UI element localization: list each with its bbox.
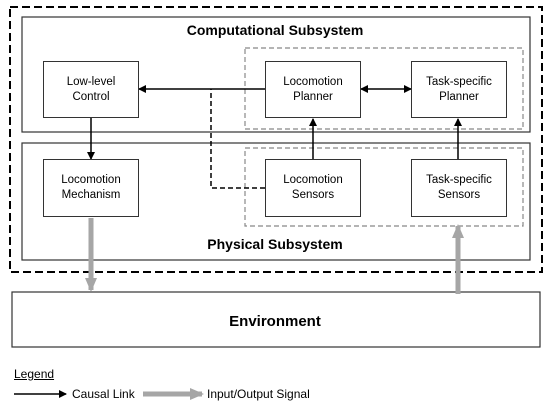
sensor-group <box>244 147 524 227</box>
locomotion-planner-box: Locomotion Planner <box>265 61 361 118</box>
legend-title: Legend <box>14 367 55 381</box>
locomotion-sensors-box: Locomotion Sensors <box>265 159 361 217</box>
legend-io-label: Input/Output Signal <box>207 387 310 401</box>
environment-frame <box>11 291 541 348</box>
physical-subsystem-title: Physical Subsystem <box>207 236 343 252</box>
task-specific-sensors-box: Task-specific Sensors <box>411 159 507 217</box>
dashed-feedback-link <box>210 89 265 189</box>
computational-subsystem-title: Computational Subsystem <box>186 22 364 38</box>
low-level-control-box: Low-level Control <box>43 61 139 118</box>
computational-subsystem-frame <box>21 16 531 133</box>
system-boundary <box>9 6 543 273</box>
physical-subsystem-frame <box>21 142 531 261</box>
planner-group <box>244 47 524 130</box>
locomotion-mechanism-box: Locomotion Mechanism <box>43 159 139 217</box>
task-specific-planner-box: Task-specific Planner <box>411 61 507 118</box>
environment-label: Environment <box>229 313 321 330</box>
legend-causal-label: Causal Link <box>72 387 135 401</box>
